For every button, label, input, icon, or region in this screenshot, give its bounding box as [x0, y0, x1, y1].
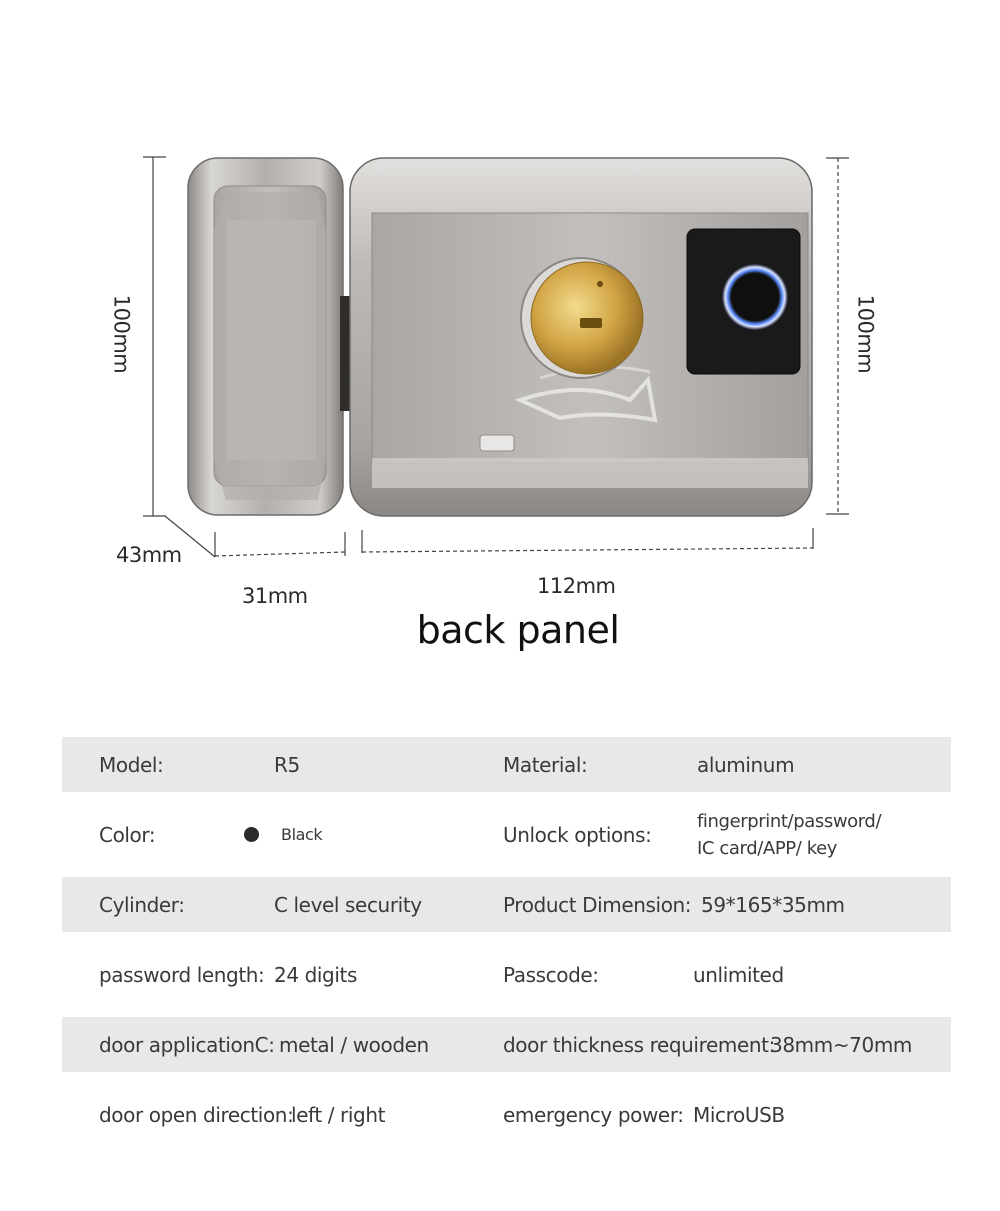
table-row: password length: 24 digits Passcode: unl… — [62, 947, 951, 1002]
table-row: Cylinder: C level security Product Dimen… — [62, 877, 951, 932]
spec-value: aluminum — [697, 752, 795, 777]
spec-value: unlimited — [693, 962, 784, 987]
spec-value: fingerprint/password/ IC card/APP/ key — [697, 807, 882, 862]
height-dimension-right — [826, 157, 849, 515]
lock-illustration — [143, 156, 849, 558]
spec-value: 38mm~70mm — [770, 1032, 912, 1057]
spec-label: door open direction: — [99, 1102, 294, 1127]
height-label-left: 100mm — [109, 294, 134, 374]
spec-label: Unlock options: — [503, 822, 652, 847]
height-label-right: 100mm — [853, 294, 878, 374]
color-swatch-value: Black — [244, 807, 323, 862]
spec-label: Product Dimension: — [503, 892, 692, 917]
spec-value: metal / wooden — [279, 1032, 429, 1057]
product-diagram: 100mm 100mm 43mm 31mm 112mm back panel — [109, 156, 878, 652]
spec-value: R5 — [274, 752, 300, 777]
table-row: door applicationC: metal / wooden door t… — [62, 1017, 951, 1072]
table-row: Color: Black Unlock options: fingerprint… — [62, 807, 951, 862]
body-width-label: 112mm — [537, 574, 616, 598]
spec-label: door applicationC: — [99, 1032, 275, 1057]
spec-value: 59*165*35mm — [701, 892, 845, 917]
spec-label: Color: — [99, 822, 156, 847]
spec-label: Passcode: — [503, 962, 599, 987]
depth-label: 43mm — [116, 543, 182, 567]
height-dimension-left — [143, 156, 166, 517]
handle-width-label: 31mm — [242, 584, 308, 608]
table-row: Model: R5 Material: aluminum — [62, 737, 951, 792]
spec-label: emergency power: — [503, 1102, 684, 1127]
spec-value: 24 digits — [274, 962, 357, 987]
spec-label: Material: — [503, 752, 588, 777]
panel-caption: back panel — [416, 608, 620, 652]
spec-value: MicroUSB — [693, 1102, 785, 1127]
handle-block — [187, 157, 344, 516]
spec-label: Cylinder: — [99, 892, 185, 917]
spec-label: door thickness requirement: — [503, 1032, 775, 1057]
spec-value: left / right — [291, 1102, 386, 1127]
handle-width-dimension — [214, 532, 346, 557]
unlock-line-1: fingerprint/password/ — [697, 810, 882, 832]
depth-dimension — [164, 515, 216, 558]
table-row: door open direction: left / right emerge… — [62, 1087, 951, 1142]
spec-table: Model: R5 Material: aluminum Color: Blac… — [62, 737, 951, 1157]
color-swatch — [244, 827, 259, 842]
unlock-line-2: IC card/APP/ key — [697, 837, 838, 859]
lock-body — [349, 157, 813, 517]
spec-label: Model: — [99, 752, 164, 777]
spec-label: password length: — [99, 962, 265, 987]
body-width-dimension — [361, 528, 814, 553]
reset-button — [479, 434, 515, 452]
spec-value: C level security — [274, 892, 422, 917]
spec-value: Black — [281, 825, 323, 844]
